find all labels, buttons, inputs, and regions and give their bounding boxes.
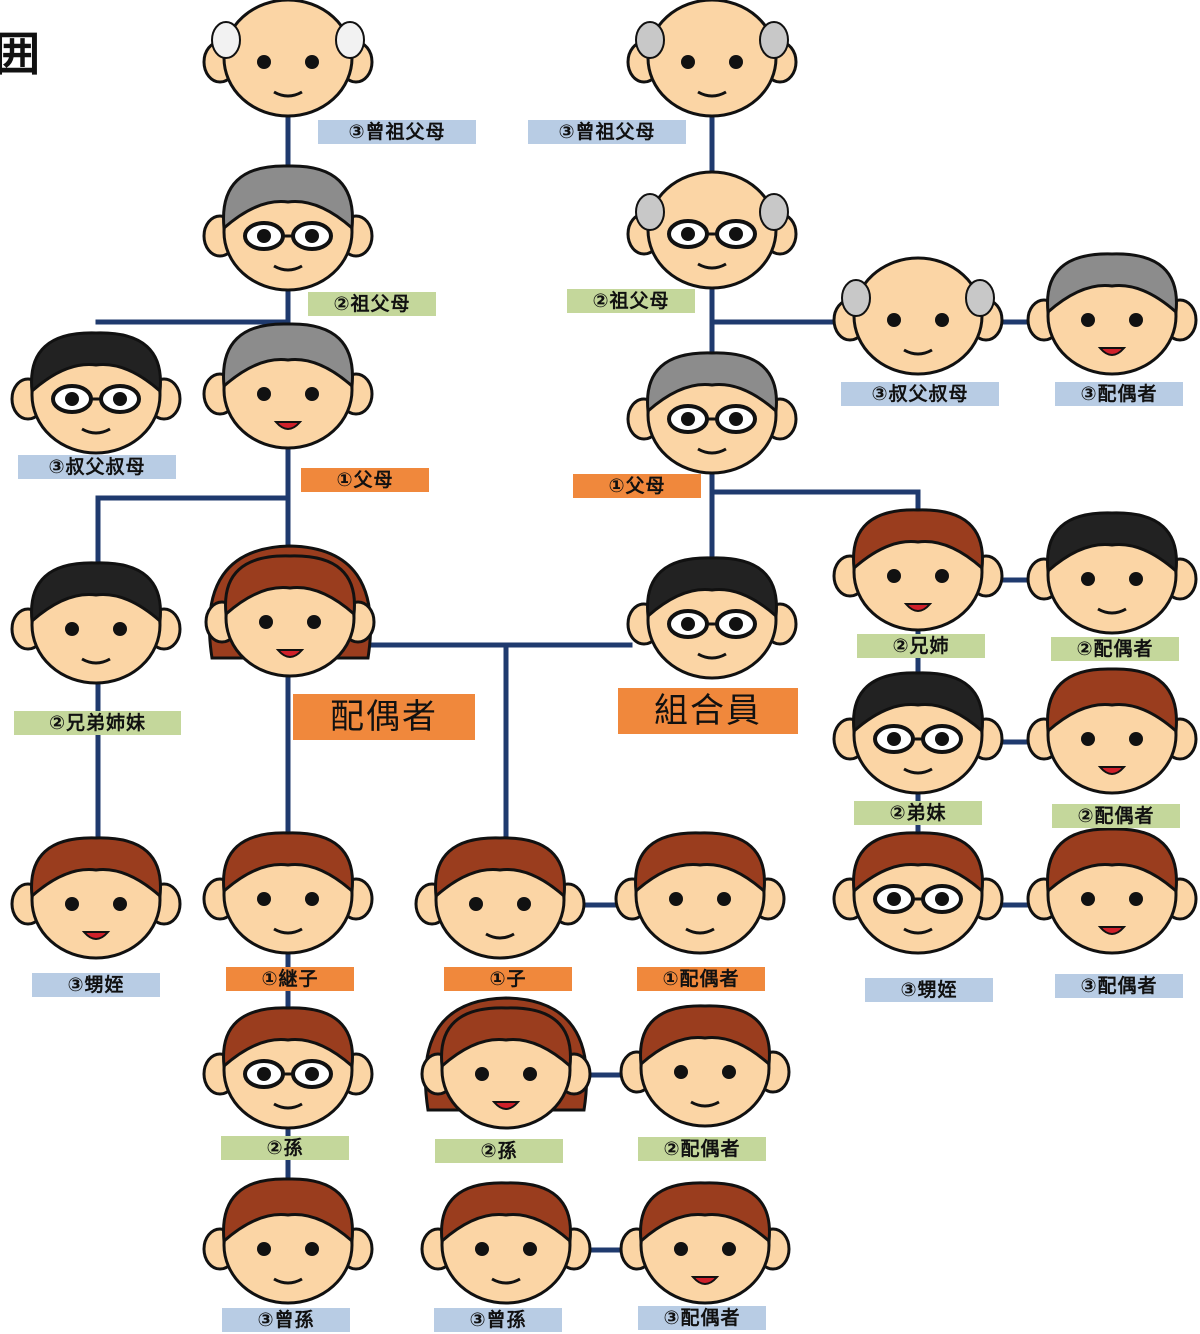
label-uncle-right: ③叔父叔母 (841, 382, 999, 406)
ggc-mid-face-icon (420, 1181, 592, 1305)
corner-char: 囲 (0, 27, 40, 81)
parent-left-face-face-icon (202, 322, 374, 450)
label-parent-right: ①父母 (573, 474, 701, 498)
ggp-right-face-icon (626, 0, 798, 118)
label-ggp-right: ③曾祖父母 (528, 120, 686, 144)
label-nephew-right: ③甥姪 (865, 978, 993, 1002)
younger-sib-spouse-face-icon (1026, 667, 1198, 795)
label-parent-left: ①父母 (301, 468, 429, 492)
label-child: ①子 (444, 967, 572, 991)
uncle-right-face-icon (832, 256, 1004, 376)
label-grandchild-spouse: ②配偶者 (638, 1137, 766, 1161)
grandchild-spouse-face-icon (619, 1004, 791, 1128)
child-face-icon (414, 836, 586, 960)
uncle-right-spouse-face-icon (1026, 252, 1198, 376)
label-younger-sibling-spouse: ②配偶者 (1052, 804, 1180, 828)
label-gp-right: ②祖父母 (567, 289, 695, 313)
member-main-face-icon (626, 556, 798, 680)
label-ggp-left: ③曾祖父母 (318, 120, 476, 144)
label-uncle-left: ③叔父叔母 (18, 455, 176, 479)
uncle-left-face-icon (10, 331, 182, 455)
stepchild-face-icon (202, 831, 374, 955)
label-nephew-right-spouse: ③配偶者 (1055, 974, 1183, 998)
nephew-right-face-icon (832, 831, 1004, 955)
label-stepchild: ①継子 (226, 967, 354, 991)
child-spouse-face-icon (614, 831, 786, 955)
grandchild-mid-face-icon (420, 996, 592, 1130)
label-grandchild-left: ②孫 (221, 1136, 349, 1160)
label-sibling-left: ②兄弟姉妹 (14, 711, 181, 735)
label-spouse-main: 配偶者 (293, 694, 475, 740)
faces-layer (10, 0, 1198, 1305)
label-nephew-left: ③甥姪 (32, 973, 160, 997)
label-elder-sibling-spouse: ②配偶者 (1051, 637, 1179, 661)
younger-sib-face-icon (832, 671, 1004, 795)
grandchild-left-face-icon (202, 1006, 374, 1130)
label-child-spouse: ①配偶者 (637, 967, 765, 991)
label-member-main: 組合員 (618, 688, 798, 734)
ggp-left-face-icon (202, 0, 374, 118)
label-gp-left: ②祖父母 (308, 292, 436, 316)
label-ggc-spouse: ③配偶者 (638, 1306, 766, 1330)
ggc-spouse-face-icon (619, 1181, 791, 1305)
label-elder-sibling: ②兄姉 (857, 634, 985, 658)
ggc-left-face-icon (202, 1177, 374, 1305)
label-ggc-left: ③曾孫 (222, 1308, 350, 1332)
elder-sib-spouse-face-icon (1026, 511, 1198, 635)
label-grandchild-mid: ②孫 (435, 1139, 563, 1163)
spouse-main-face-icon (204, 544, 376, 678)
sibling-left-face-icon (10, 561, 182, 685)
gp-left-face-icon (202, 164, 374, 292)
parent-right-face-face-icon (626, 351, 798, 475)
nephew-right-spouse-face-icon (1026, 827, 1198, 955)
elder-sib-face-icon (832, 508, 1004, 632)
label-uncle-right-spouse: ③配偶者 (1055, 382, 1183, 406)
nephew-left-face-icon (10, 836, 182, 960)
label-younger-sibling: ②弟妹 (854, 801, 982, 825)
label-ggc-mid: ③曾孫 (434, 1308, 562, 1332)
gp-right-face-icon (626, 170, 798, 290)
